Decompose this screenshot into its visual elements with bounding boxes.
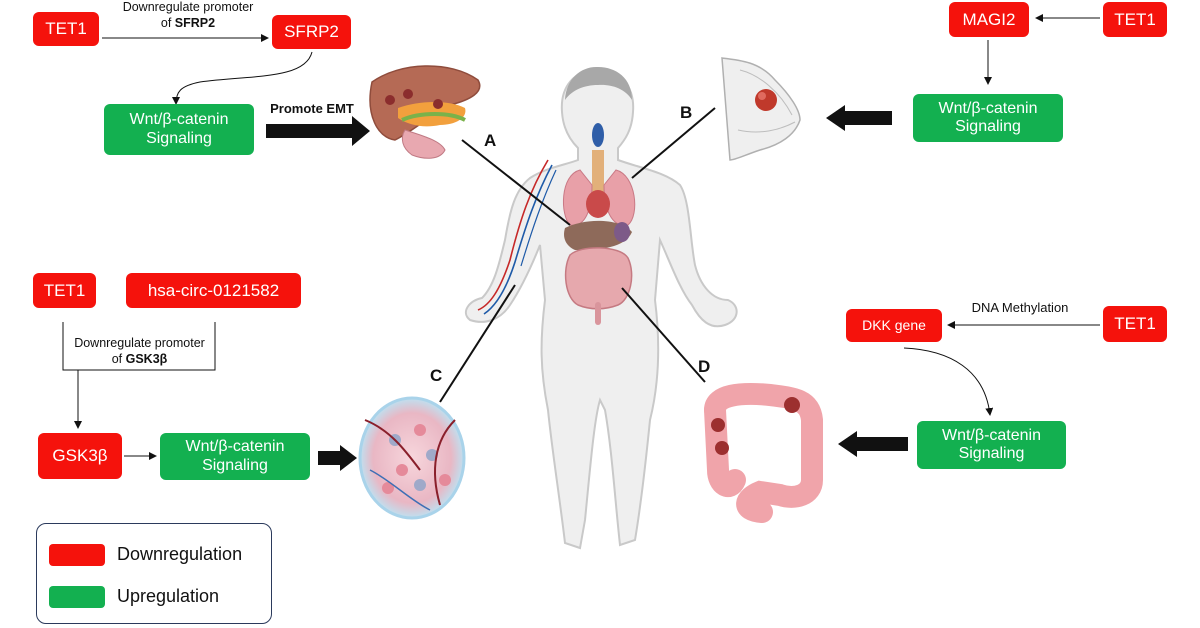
downregulate-note-c: Downregulate promoter of GSK3β bbox=[67, 336, 212, 367]
liver-pancreas-illustration bbox=[369, 65, 481, 159]
downregulate-note-a: Downregulate promoter of SFRP2 bbox=[118, 0, 258, 31]
tet1-box-c: TET1 bbox=[33, 273, 96, 308]
dna-methylation-label: DNA Methylation bbox=[971, 300, 1069, 315]
dkk-gene-box: DKK gene bbox=[846, 309, 942, 342]
tet1-box-b: TET1 bbox=[1103, 2, 1167, 37]
wnt-a-line1: Wnt/β-catenin bbox=[129, 111, 229, 129]
b-thick-arrow bbox=[826, 105, 892, 131]
wnt-d-line1: Wnt/β-catenin bbox=[941, 426, 1041, 444]
note-c-prefix: of bbox=[111, 351, 126, 366]
wnt-box-b: Wnt/β-catenin Signaling bbox=[913, 94, 1063, 142]
promote-emt-label: Promote EMT bbox=[270, 101, 354, 116]
wnt-c-line1: Wnt/β-catenin bbox=[185, 438, 285, 456]
wnt-b-line1: Wnt/β-catenin bbox=[938, 99, 1038, 117]
wnt-box-d: Wnt/β-catenin Signaling bbox=[917, 421, 1066, 469]
tumor-tissue-illustration bbox=[358, 396, 466, 520]
note-c-gene: GSK3β bbox=[125, 351, 168, 366]
note-a-prefix: of bbox=[160, 15, 175, 30]
promote-emt-thick-arrow bbox=[266, 116, 370, 146]
tet1-box-a: TET1 bbox=[33, 12, 99, 46]
legend-downregulation-label: Downregulation bbox=[117, 544, 243, 564]
label-a: A bbox=[484, 131, 497, 150]
legend-upregulation-swatch bbox=[49, 586, 105, 608]
note-a-gene: SFRP2 bbox=[174, 15, 216, 30]
sfrp2-box: SFRP2 bbox=[272, 15, 351, 49]
wnt-c-line2: Signaling bbox=[202, 456, 268, 474]
label-b: B bbox=[680, 103, 693, 122]
d-thick-arrow bbox=[838, 431, 908, 457]
wnt-box-a: Wnt/β-catenin Signaling bbox=[104, 104, 254, 155]
wnt-box-c: Wnt/β-catenin Signaling bbox=[160, 433, 310, 480]
note-a-line2: of SFRP2 bbox=[118, 16, 258, 32]
gsk3b-box: GSK3β bbox=[38, 433, 122, 479]
note-a-line1: Downregulate promoter bbox=[122, 0, 254, 14]
legend: Downregulation Upregulation bbox=[36, 523, 272, 624]
hsa-circ-box: hsa-circ-0121582 bbox=[126, 273, 301, 308]
legend-downregulation-swatch bbox=[49, 544, 105, 566]
wnt-d-line2: Signaling bbox=[958, 445, 1025, 462]
note-c-line2: of GSK3β bbox=[67, 352, 212, 368]
breast-illustration bbox=[721, 57, 801, 161]
wnt-b-line2: Signaling bbox=[955, 118, 1021, 135]
colon-illustration bbox=[704, 382, 823, 523]
magi2-box: MAGI2 bbox=[949, 2, 1029, 37]
legend-upregulation-label: Upregulation bbox=[117, 586, 220, 606]
c-thick-arrow bbox=[318, 445, 357, 471]
human-body-illustration bbox=[464, 66, 738, 550]
wnt-a-line2: Signaling bbox=[146, 129, 212, 147]
tet1-box-d: TET1 bbox=[1103, 306, 1167, 342]
label-c: C bbox=[430, 366, 443, 385]
note-c-line1: Downregulate promoter bbox=[74, 336, 205, 350]
label-d: D bbox=[698, 357, 711, 376]
